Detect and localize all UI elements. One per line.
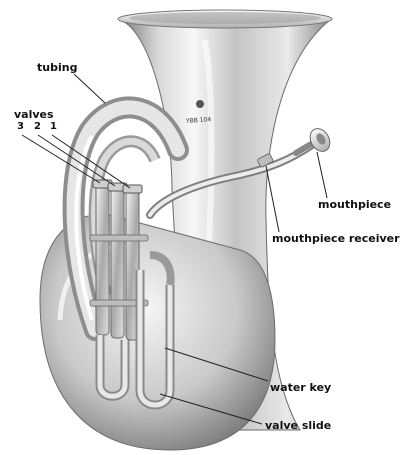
brand-logo-icon	[196, 100, 204, 108]
label-mouthpiece-receiver: mouthpiece receiver	[272, 233, 400, 244]
label-mouthpiece: mouthpiece	[318, 199, 391, 210]
label-tubing: tubing	[37, 62, 77, 73]
leader-tubing	[74, 74, 105, 103]
label-valves: valves	[14, 109, 54, 120]
label-water-key: water key	[270, 382, 331, 393]
leader-mouthpiece	[317, 152, 327, 198]
label-valve-number-3: 3	[17, 122, 24, 132]
leader-mouthpiece-receiver	[266, 166, 279, 232]
label-valve-number-1: 1	[50, 122, 57, 132]
valve-3	[96, 185, 109, 335]
label-valve-slide: valve slide	[265, 420, 331, 431]
label-valve-number-2: 2	[34, 122, 41, 132]
valve-2	[111, 188, 124, 338]
